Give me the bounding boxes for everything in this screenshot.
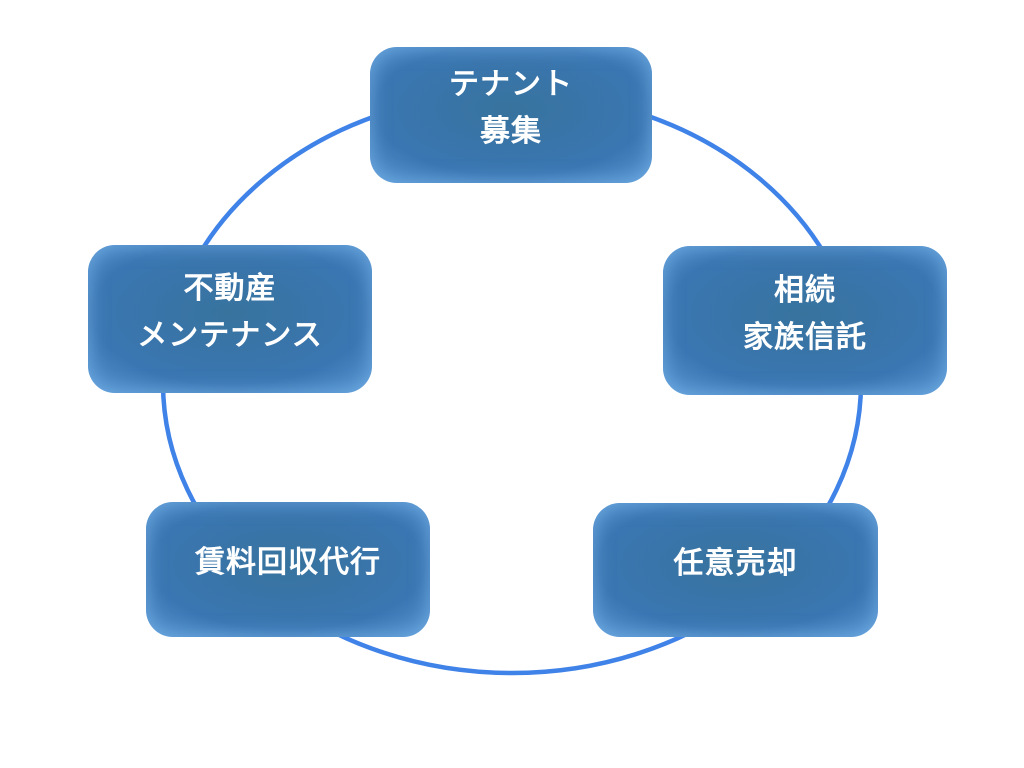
node-label-line: 任意売却 (673, 546, 798, 580)
node-tenant-recruitment: テナント 募集 (370, 47, 652, 183)
node-label-line: 募集 (480, 115, 542, 148)
node-real-estate-maintenance: 不動産 メンテナンス (88, 245, 372, 393)
node-label-line: メンテナンス (137, 319, 323, 352)
node-label-line: 家族信託 (743, 320, 867, 354)
node-label-line: 相続 (774, 273, 836, 307)
node-inheritance-family-trust: 相続 家族信託 (663, 246, 947, 395)
node-voluntary-sale: 任意売却 (593, 503, 878, 637)
node-label-line: 賃料回収代行 (195, 546, 381, 579)
node-label-line: テナント (449, 68, 573, 101)
node-rent-collection-agency: 賃料回収代行 (146, 502, 430, 637)
node-label-line: 不動産 (183, 272, 277, 305)
